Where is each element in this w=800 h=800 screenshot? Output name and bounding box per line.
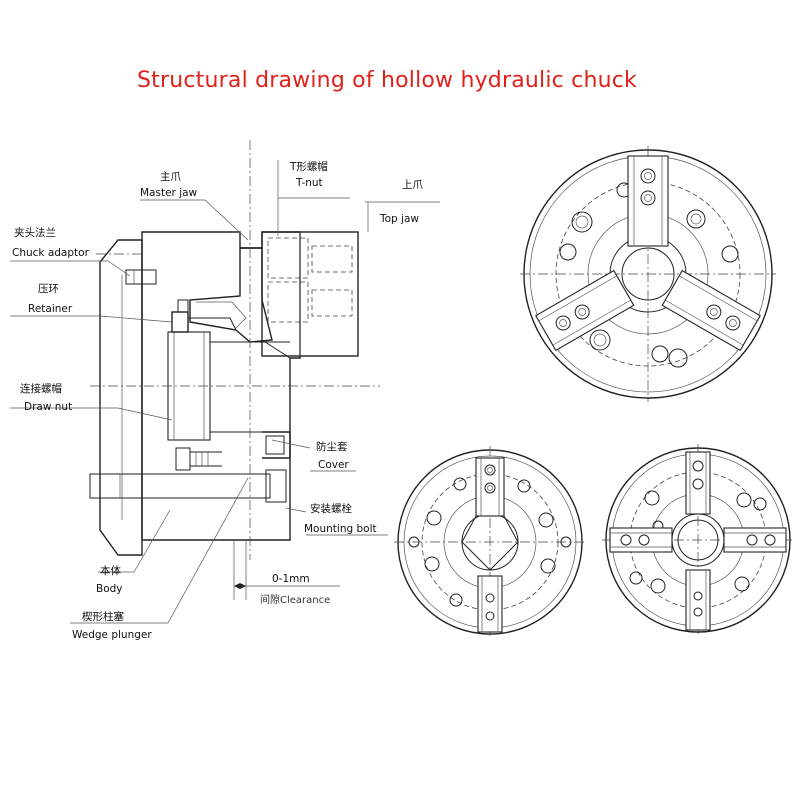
jaw-slot-right [661, 269, 761, 352]
cover-label-cn: 防尘套 [316, 440, 348, 453]
wedge-plunger-label-cn: 楔形柱塞 [82, 610, 124, 623]
top-jaw-label-cn: 上爪 [402, 179, 423, 191]
chuck-adaptor-shape [99, 239, 143, 556]
retainer-label-cn: 压环 [38, 283, 59, 295]
top-jaw-shape [261, 231, 359, 357]
mounting-bolt-label-cn: 安装螺栓 [310, 502, 352, 515]
front-view-top [520, 146, 776, 402]
jaw-slot-left [535, 269, 635, 352]
diagram-title: Structural drawing of hollow hydraulic c… [137, 68, 637, 93]
jaw-slot-horizontal [609, 527, 787, 553]
labels: 主爪 Master jaw T形螺帽 T-nut 上爪 Top jaw 夹头法兰… [12, 160, 423, 641]
wedge-plunger-label: Wedge plunger [72, 629, 152, 641]
chuck-adaptor-label: Chuck adaptor [12, 247, 90, 259]
clearance-value-label: 0-1mm [272, 573, 310, 585]
retainer-shape [171, 311, 189, 333]
retainer-label: Retainer [28, 303, 73, 315]
cover-label: Cover [318, 459, 349, 471]
master-jaw-label-cn: 主爪 [160, 171, 181, 183]
master-jaw-label: Master jaw [140, 187, 198, 199]
draw-nut-label: Draw nut [24, 401, 72, 413]
top-jaw-label: Top jaw [379, 213, 419, 225]
master-jaw-shape [189, 247, 273, 343]
jaw-slot-upper [475, 457, 505, 517]
draw-nut-label-cn: 连接螺帽 [20, 382, 62, 395]
clearance-label: 间隙Clearance [260, 593, 330, 606]
t-nut-label: T-nut [295, 177, 323, 189]
cover-shape [262, 431, 291, 459]
front-view-bottom-left [394, 446, 586, 638]
body-label: Body [96, 583, 123, 595]
jaw-slot-lower [477, 575, 503, 633]
front-view-bottom-right [602, 444, 794, 636]
t-nut-label-cn: T形螺帽 [289, 160, 328, 173]
leader-lines [10, 160, 440, 624]
mounting-bolt-shape [89, 473, 271, 499]
jaw-slot-top [627, 155, 669, 247]
mounting-bolt-label: Mounting bolt [304, 523, 377, 535]
t-nut-shape [267, 237, 309, 279]
jaw-slot-vertical [685, 451, 711, 631]
body-label-cn: 本体 [100, 564, 121, 577]
section-view [89, 140, 380, 600]
chuck-adaptor-label-cn: 夹头法兰 [14, 226, 56, 239]
